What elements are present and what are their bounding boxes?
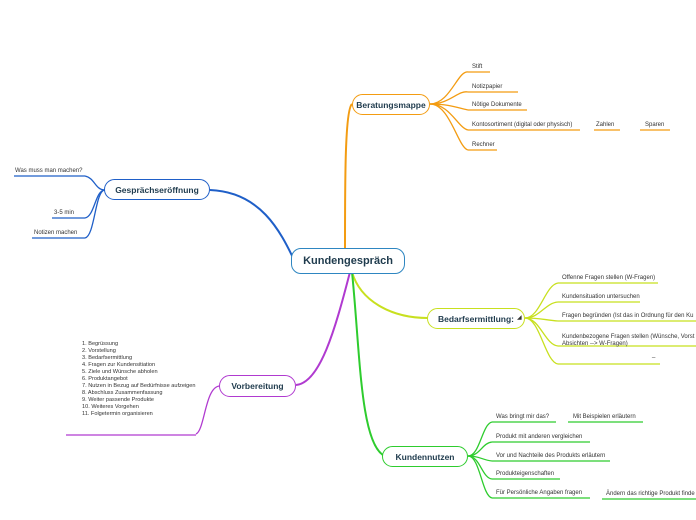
leaf-label: Offenne Fragen stellen (W-Fragen): [562, 275, 656, 281]
leaf-label: Stift: [472, 64, 483, 70]
leaf-offene-fragen[interactable]: Offenne Fragen stellen (W-Fragen): [562, 275, 655, 282]
leaf-zahlen[interactable]: Zahlen: [596, 122, 614, 129]
leaf-empty[interactable]: _: [652, 352, 655, 358]
topic-bedarfsermittlung-label: Bedarfsermittlung:: [437, 313, 515, 324]
leaf-label: Kundenbezogene Fragen stellen (Wünsche, …: [562, 334, 695, 340]
leaf-was-bringt-mir-das[interactable]: Was bringt mir das?: [496, 414, 549, 421]
leaf-label: _: [652, 352, 656, 358]
leaf-vor-und-nachteile[interactable]: Vor und Nachteile des Produkts erläutern: [496, 453, 605, 460]
topic-bedarfsermittlung[interactable]: Bedarfsermittlung:: [427, 308, 525, 329]
leaf-label: Für Persönliche Angaben fragen: [496, 490, 583, 496]
leaf-stift[interactable]: Stift: [472, 64, 482, 71]
leaf-label: Zahlen: [596, 122, 615, 128]
leaf-kontosortiment[interactable]: Kontosortiment (digital oder physisch): [472, 122, 572, 129]
list-item: 6. Produktangebot: [82, 376, 128, 383]
topic-gespraechseroeffnung-label: Gesprächseröffnung: [115, 184, 199, 195]
central-topic[interactable]: Kundengespräch: [291, 248, 405, 274]
leaf-was-muss-man-machen[interactable]: Was muss man machen?: [15, 168, 82, 175]
list-item: 7. Nutzen in Bezug auf Bedürfnisse aufze…: [82, 383, 196, 390]
leaf-label: Nötige Dokumente: [472, 102, 522, 108]
topic-kundennutzen-label: Kundennutzen: [395, 451, 455, 462]
leaf-label: Produkt mit anderen vergleichen: [496, 434, 583, 440]
leaf-fragen-begruenden[interactable]: Fragen begründen (Ist das in Ordnung für…: [562, 313, 693, 320]
leaf-richtiges-produkt[interactable]: Ändern das richtige Produkt finde: [606, 491, 695, 498]
leaf-sparen[interactable]: Sparen: [645, 122, 664, 129]
leaf-label: Vor und Nachteile des Produkts erläutern: [496, 453, 606, 459]
topic-beratungsmappe[interactable]: Beratungsmappe: [352, 94, 430, 115]
vorbereitung-steps-list[interactable]: 1. Begrüssung 2. Vorstellung 3. Bedarfse…: [82, 341, 196, 419]
leaf-label: Ändern das richtige Produkt finde: [606, 491, 695, 497]
leaf-rechner[interactable]: Rechner: [472, 142, 495, 149]
leaf-mit-beispielen[interactable]: Mit Beispielen erläutern: [573, 414, 636, 421]
central-topic-label: Kundengespräch: [303, 255, 393, 267]
list-item: 4. Fragen zur Kundensitiation: [82, 362, 156, 369]
leaf-persoenliche-angaben[interactable]: Für Persönliche Angaben fragen: [496, 490, 582, 497]
leaf-label: Rechner: [472, 142, 495, 148]
leaf-produkt-vergleichen[interactable]: Produkt mit anderen vergleichen: [496, 434, 582, 441]
leaf-label: Was muss man machen?: [15, 168, 83, 174]
leaf-label: Notizen machen: [34, 230, 78, 236]
list-item: 3. Bedarfsermittlung: [82, 355, 133, 362]
list-item: 2. Vorstellung: [82, 348, 116, 355]
leaf-kundenbezogene-fragen[interactable]: Kundenbezogene Fragen stellen (Wünsche, …: [562, 334, 694, 348]
leaf-produkteigenschaften[interactable]: Produkteigenschaften: [496, 471, 554, 478]
topic-kundennutzen[interactable]: Kundennutzen: [382, 446, 468, 467]
topic-vorbereitung-label: Vorbereitung: [231, 381, 284, 391]
leaf-label: Was bringt mir das?: [496, 414, 550, 420]
topic-beratungsmappe-label: Beratungsmappe: [356, 99, 426, 110]
topic-gespraechseroeffnung[interactable]: Gesprächseröffnung: [104, 179, 210, 200]
leaf-label: Kundensituation untersuchen: [562, 294, 640, 300]
leaf-3-5-min[interactable]: 3-5 min: [54, 210, 74, 217]
collapse-arrow-icon[interactable]: ◢: [517, 315, 522, 321]
leaf-notizen-machen[interactable]: Notizen machen: [34, 230, 77, 237]
list-item: 9. Weiter passende Produkte: [82, 397, 155, 404]
leaf-label: Mit Beispielen erläutern: [573, 414, 636, 420]
leaf-label: Kontosortiment (digital oder physisch): [472, 122, 573, 128]
list-item: 8. Abschluss Zusammenfassung: [82, 390, 163, 397]
leaf-label: Fragen begründen (Ist das in Ordnung für…: [562, 313, 694, 319]
leaf-noetige-dokumente[interactable]: Nötige Dokumente: [472, 102, 522, 109]
leaf-label: Produkteigenschaften: [496, 471, 555, 477]
list-item: 10. Weiteres Vorgehen: [82, 404, 139, 411]
list-item: 1. Begrüssung: [82, 341, 119, 347]
leaf-notizpapier[interactable]: Notizpapier: [472, 84, 502, 91]
topic-vorbereitung[interactable]: Vorbereitung: [219, 375, 296, 397]
leaf-label: Notizpapier: [472, 84, 503, 90]
leaf-kundensituation[interactable]: Kundensituation untersuchen: [562, 294, 640, 301]
list-item: 11. Folgetermin organisieren: [82, 411, 153, 418]
leaf-label: 3-5 min: [54, 210, 75, 216]
list-item: 5. Ziele und Wünsche abholen: [82, 369, 158, 376]
leaf-label: Sparen: [645, 122, 665, 128]
leaf-label-line2: Absichten --> W-Fragen): [562, 341, 628, 347]
